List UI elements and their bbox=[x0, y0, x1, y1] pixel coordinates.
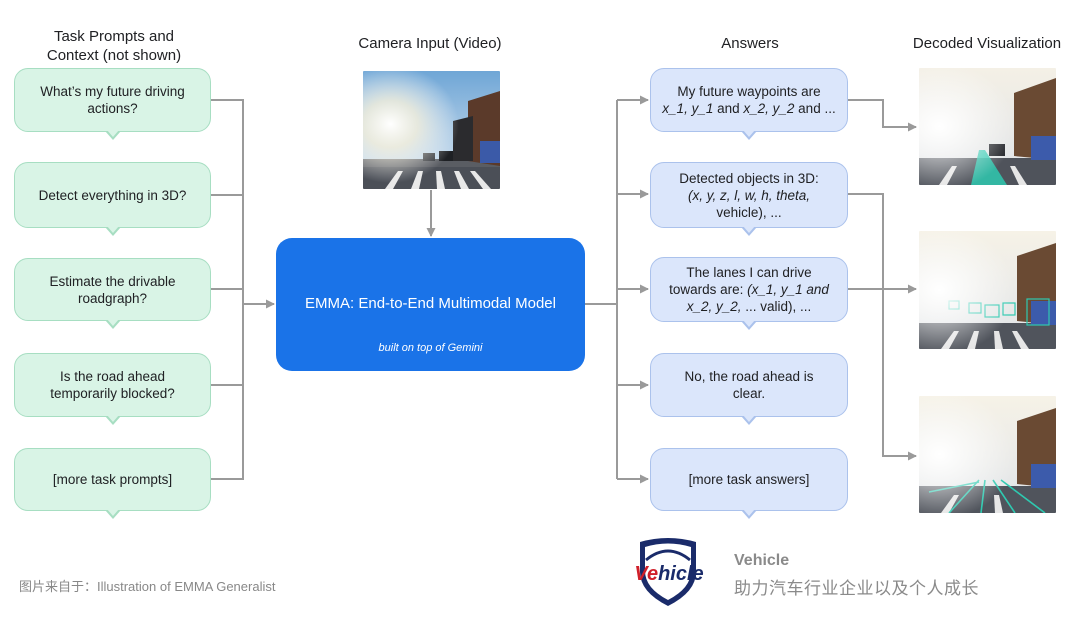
answer-waypoints: My future waypoints are x_1, y_1 and x_2… bbox=[650, 68, 848, 140]
decoded-objects-image bbox=[919, 231, 1056, 349]
answers-header: Answers bbox=[721, 35, 779, 52]
camera-input-image bbox=[363, 71, 500, 189]
decoded-waypoints-image bbox=[919, 68, 1056, 185]
decoded-frame-icon bbox=[919, 231, 1056, 349]
decoded-header: Decoded Visualization bbox=[912, 35, 1062, 52]
decoded-frame-icon bbox=[919, 396, 1056, 513]
model-title: EMMA: End-to-End Multimodal Model bbox=[305, 295, 556, 312]
vehicle-shield-logo-icon bbox=[640, 538, 696, 606]
logo-text-hicle: hicle bbox=[658, 563, 704, 585]
camera-frame-icon bbox=[363, 71, 500, 189]
emma-model-box: EMMA: End-to-End Multimodal Model built … bbox=[276, 238, 585, 371]
answer-more: [more task answers] bbox=[650, 448, 848, 519]
decoded-frame-icon bbox=[919, 68, 1056, 185]
vehicle-logo: Vehicle bbox=[626, 538, 710, 608]
model-subtitle: built on top of Gemini bbox=[378, 342, 483, 354]
camera-header: Camera Input (Video) bbox=[358, 35, 502, 52]
logo-text-ve: Ve bbox=[634, 563, 659, 585]
answer-objects-3d: Detected objects in 3D: (x, y, z, l, w, … bbox=[650, 162, 848, 236]
image-source-caption: 图片来自于：Illustration of EMMA Generalist bbox=[19, 579, 276, 594]
decoded-lanes-image bbox=[919, 396, 1056, 513]
prompt-more: [more task prompts] bbox=[14, 448, 211, 519]
brand-slogan: 助力汽车行业企业以及个人成长 bbox=[734, 579, 979, 598]
prompt-detect-3d: Detect everything in 3D? bbox=[14, 162, 211, 236]
prompts-header: Task Prompts and Context (not shown) bbox=[46, 28, 182, 64]
answer-lanes: The lanes I can drive towards are: (x_1,… bbox=[650, 257, 848, 330]
brand-name: Vehicle bbox=[734, 552, 790, 569]
